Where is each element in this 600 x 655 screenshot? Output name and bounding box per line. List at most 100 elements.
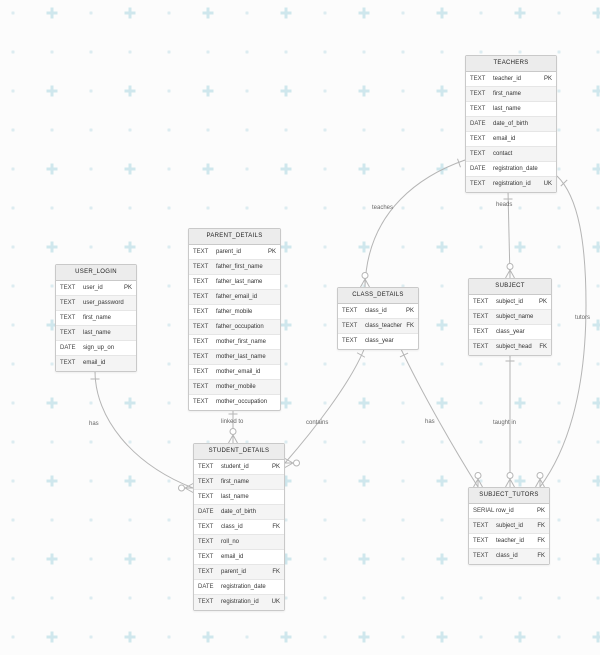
relationship-line[interactable] xyxy=(399,346,479,488)
table-title: TEACHERS xyxy=(466,56,556,72)
relationship-teaches[interactable] xyxy=(360,158,466,288)
column-key-badge: PK xyxy=(538,299,547,305)
column-name: class_id xyxy=(365,308,387,314)
column-name: email_id xyxy=(493,136,516,142)
column-type: TEXT xyxy=(470,136,486,142)
column-name: first_name xyxy=(493,91,522,97)
relationship-contains[interactable] xyxy=(284,346,366,468)
column-name: first_name xyxy=(83,315,112,321)
relationship-line[interactable] xyxy=(94,370,194,489)
table-row: TEXT email_id xyxy=(56,356,136,371)
column-type: TEXT xyxy=(473,553,489,559)
relationship-has-user[interactable] xyxy=(90,370,194,493)
column-type: TEXT xyxy=(60,330,76,336)
column-key-badge: PK xyxy=(536,508,545,514)
column-name: student_id xyxy=(221,464,249,470)
column-type: TEXT xyxy=(60,360,76,366)
column-type: TEXT xyxy=(473,329,489,335)
cardinality-many-crowfoot-icon xyxy=(505,472,515,488)
column-type: TEXT xyxy=(193,324,209,330)
column-type: SERIAL xyxy=(473,508,495,514)
column-type: TEXT xyxy=(473,314,489,320)
relationship-line[interactable] xyxy=(364,159,466,288)
relationship-line[interactable] xyxy=(539,175,587,488)
cardinality-many-crowfoot-icon xyxy=(228,428,238,444)
column-type: TEXT xyxy=(473,538,489,544)
column-name: class_teacher xyxy=(365,323,403,329)
column-type: TEXT xyxy=(193,249,209,255)
relationship-line[interactable] xyxy=(284,346,366,464)
table-title: CLASS_DETAILS xyxy=(338,288,418,304)
column-type: TEXT xyxy=(60,300,76,306)
column-name: class_year xyxy=(365,338,394,344)
column-type: DATE xyxy=(470,121,486,127)
column-name: roll_no xyxy=(221,539,240,545)
column-type: TEXT xyxy=(342,323,358,329)
column-type: TEXT xyxy=(193,399,209,405)
column-name: father_email_id xyxy=(216,294,258,300)
column-key-badge: FK xyxy=(537,523,545,529)
column-type: TEXT xyxy=(198,494,214,500)
column-type: TEXT xyxy=(198,569,214,575)
column-type: TEXT xyxy=(198,599,214,605)
relationship-tutors[interactable] xyxy=(535,175,587,488)
cardinality-many-crowfoot-icon xyxy=(535,472,545,488)
relationship-linked-to[interactable] xyxy=(228,408,238,444)
relationship-heads[interactable] xyxy=(503,190,515,279)
relationship-has-class[interactable] xyxy=(399,346,483,488)
column-name: mother_mobile xyxy=(216,384,256,390)
relationship-taught-in[interactable] xyxy=(505,353,515,488)
column-type: TEXT xyxy=(470,181,486,187)
column-key-badge: FK xyxy=(272,524,280,530)
column-type: TEXT xyxy=(193,354,209,360)
column-key-badge: FK xyxy=(537,553,545,559)
cardinality-many-crowfoot-icon xyxy=(473,472,483,488)
column-name: father_mobile xyxy=(216,309,253,315)
table-title: STUDENT_DETAILS xyxy=(194,444,284,460)
column-name: class_id xyxy=(496,553,518,559)
column-name: class_year xyxy=(496,329,525,335)
column-key-badge: PK xyxy=(267,249,276,255)
column-type: DATE xyxy=(198,584,214,590)
cardinality-one-tick-icon xyxy=(399,352,409,358)
relationship-label-tutors: tutors xyxy=(575,315,591,321)
column-name: mother_first_name xyxy=(216,339,267,345)
column-name: registration_id xyxy=(493,181,531,187)
column-name: email_id xyxy=(221,554,244,560)
column-name: email_id xyxy=(83,360,106,366)
column-name: mother_last_name xyxy=(216,354,266,360)
column-type: TEXT xyxy=(470,151,486,157)
column-key-badge: UK xyxy=(271,599,280,605)
column-name: parent_id xyxy=(216,249,242,255)
column-name: last_name xyxy=(493,106,521,112)
column-type: DATE xyxy=(470,166,486,172)
table-row: TEXT contact xyxy=(466,147,556,162)
column-name: contact xyxy=(493,151,513,157)
column-type: TEXT xyxy=(342,308,358,314)
